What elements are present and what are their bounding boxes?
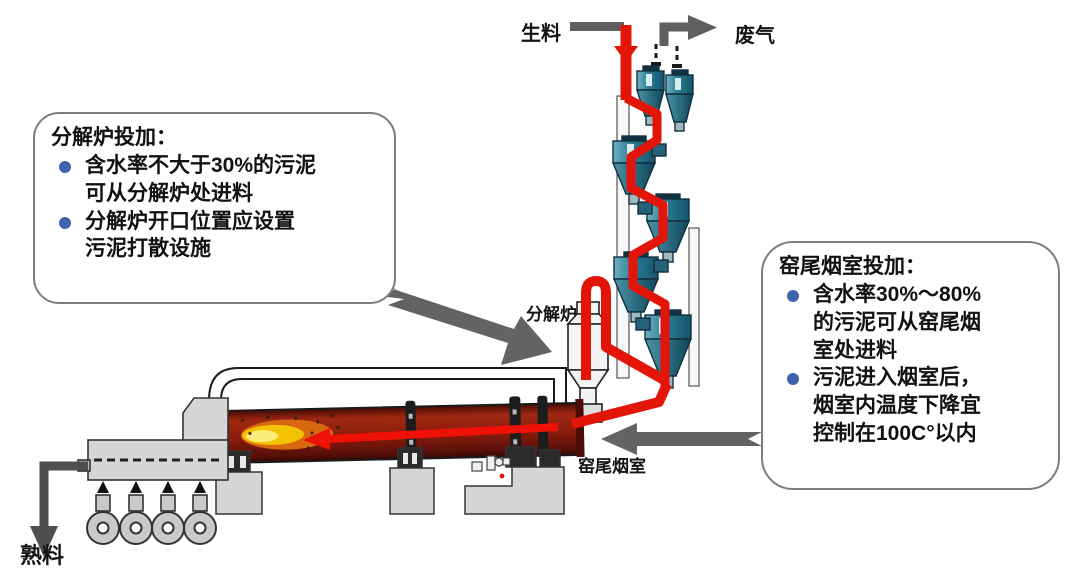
bullet-text: 分解炉开口位置应设置 污泥打散设施 [85,209,295,261]
calciner-callout-title: 分解炉投加： [51,126,177,149]
bullet-text: 污泥进入烟室后， 烟室内温度下降宜 控制在100C°以内 [813,366,981,445]
cooling-fans [86,481,217,545]
clinker-cooler [77,397,229,481]
smoke-chamber-callout-arrow [601,423,762,455]
bullet-dot-icon [787,290,799,303]
raw-meal-red-feed [614,25,638,100]
kiln-supports [215,446,565,515]
calciner-callout-arrow [372,282,552,365]
bullet-dot-icon [59,216,71,229]
raw-meal-label: 生料 [521,23,561,45]
smoke-chamber-callout-title: 窑尾烟室投加： [779,255,926,278]
clinker-label: 熟料 [20,543,65,568]
cooling-fan [151,481,185,545]
smoke-chamber-feeding-callout: 窑尾烟室投加： 含水率30%～80% 的污泥可从窑尾烟 室处进料 污泥进入烟室后… [761,241,1060,490]
cooling-fan [86,481,120,545]
bullet-text: 含水率30%～80% 的污泥可从窑尾烟 室处进料 [813,283,982,362]
exhaust-gas-duct [651,15,717,68]
bullet-dot-icon [787,373,799,386]
smoke-chamber-label: 窑尾烟室 [578,457,646,476]
calciner-callout-bullet-2: 分解炉开口位置应设置 污泥打散设施 [51,208,380,263]
calciner-feed-loop [581,276,667,385]
sludge-flow-red-path [581,94,670,390]
calciner-feeding-callout: 分解炉投加： 含水率不大于30%的污泥 可从分解炉处进料 分解炉开口位置应设置 … [33,112,396,304]
raw-meal-feed-bar [570,22,624,31]
waste-gas-label: 废气 [735,25,775,47]
waste-gas-arrow [688,15,717,40]
kiln-drive-instruments [471,455,511,479]
calciner-label: 分解炉 [526,305,577,324]
cooling-fan [183,481,217,545]
tertiary-air-duct [208,367,567,404]
bullet-dot-icon [59,161,71,174]
clinker-discharge-arrow [30,461,88,557]
smoke-chamber-feed-red [570,381,672,429]
bullet-text: 含水率不大于30%的污泥 可从分解炉处进料 [85,154,317,206]
kiln-material-flow-arrow [303,423,559,450]
smoke-chamber-callout-bullet-1: 含水率30%～80% 的污泥可从窑尾烟 室处进料 [779,281,1044,364]
cyclone-stage-1b [665,69,694,132]
cooling-fan [119,481,153,545]
smoke-chamber-callout-bullet-2: 污泥进入烟室后， 烟室内温度下降宜 控制在100C°以内 [779,364,1044,447]
calciner-callout-bullet-1: 含水率不大于30%的污泥 可从分解炉处进料 [51,152,380,207]
